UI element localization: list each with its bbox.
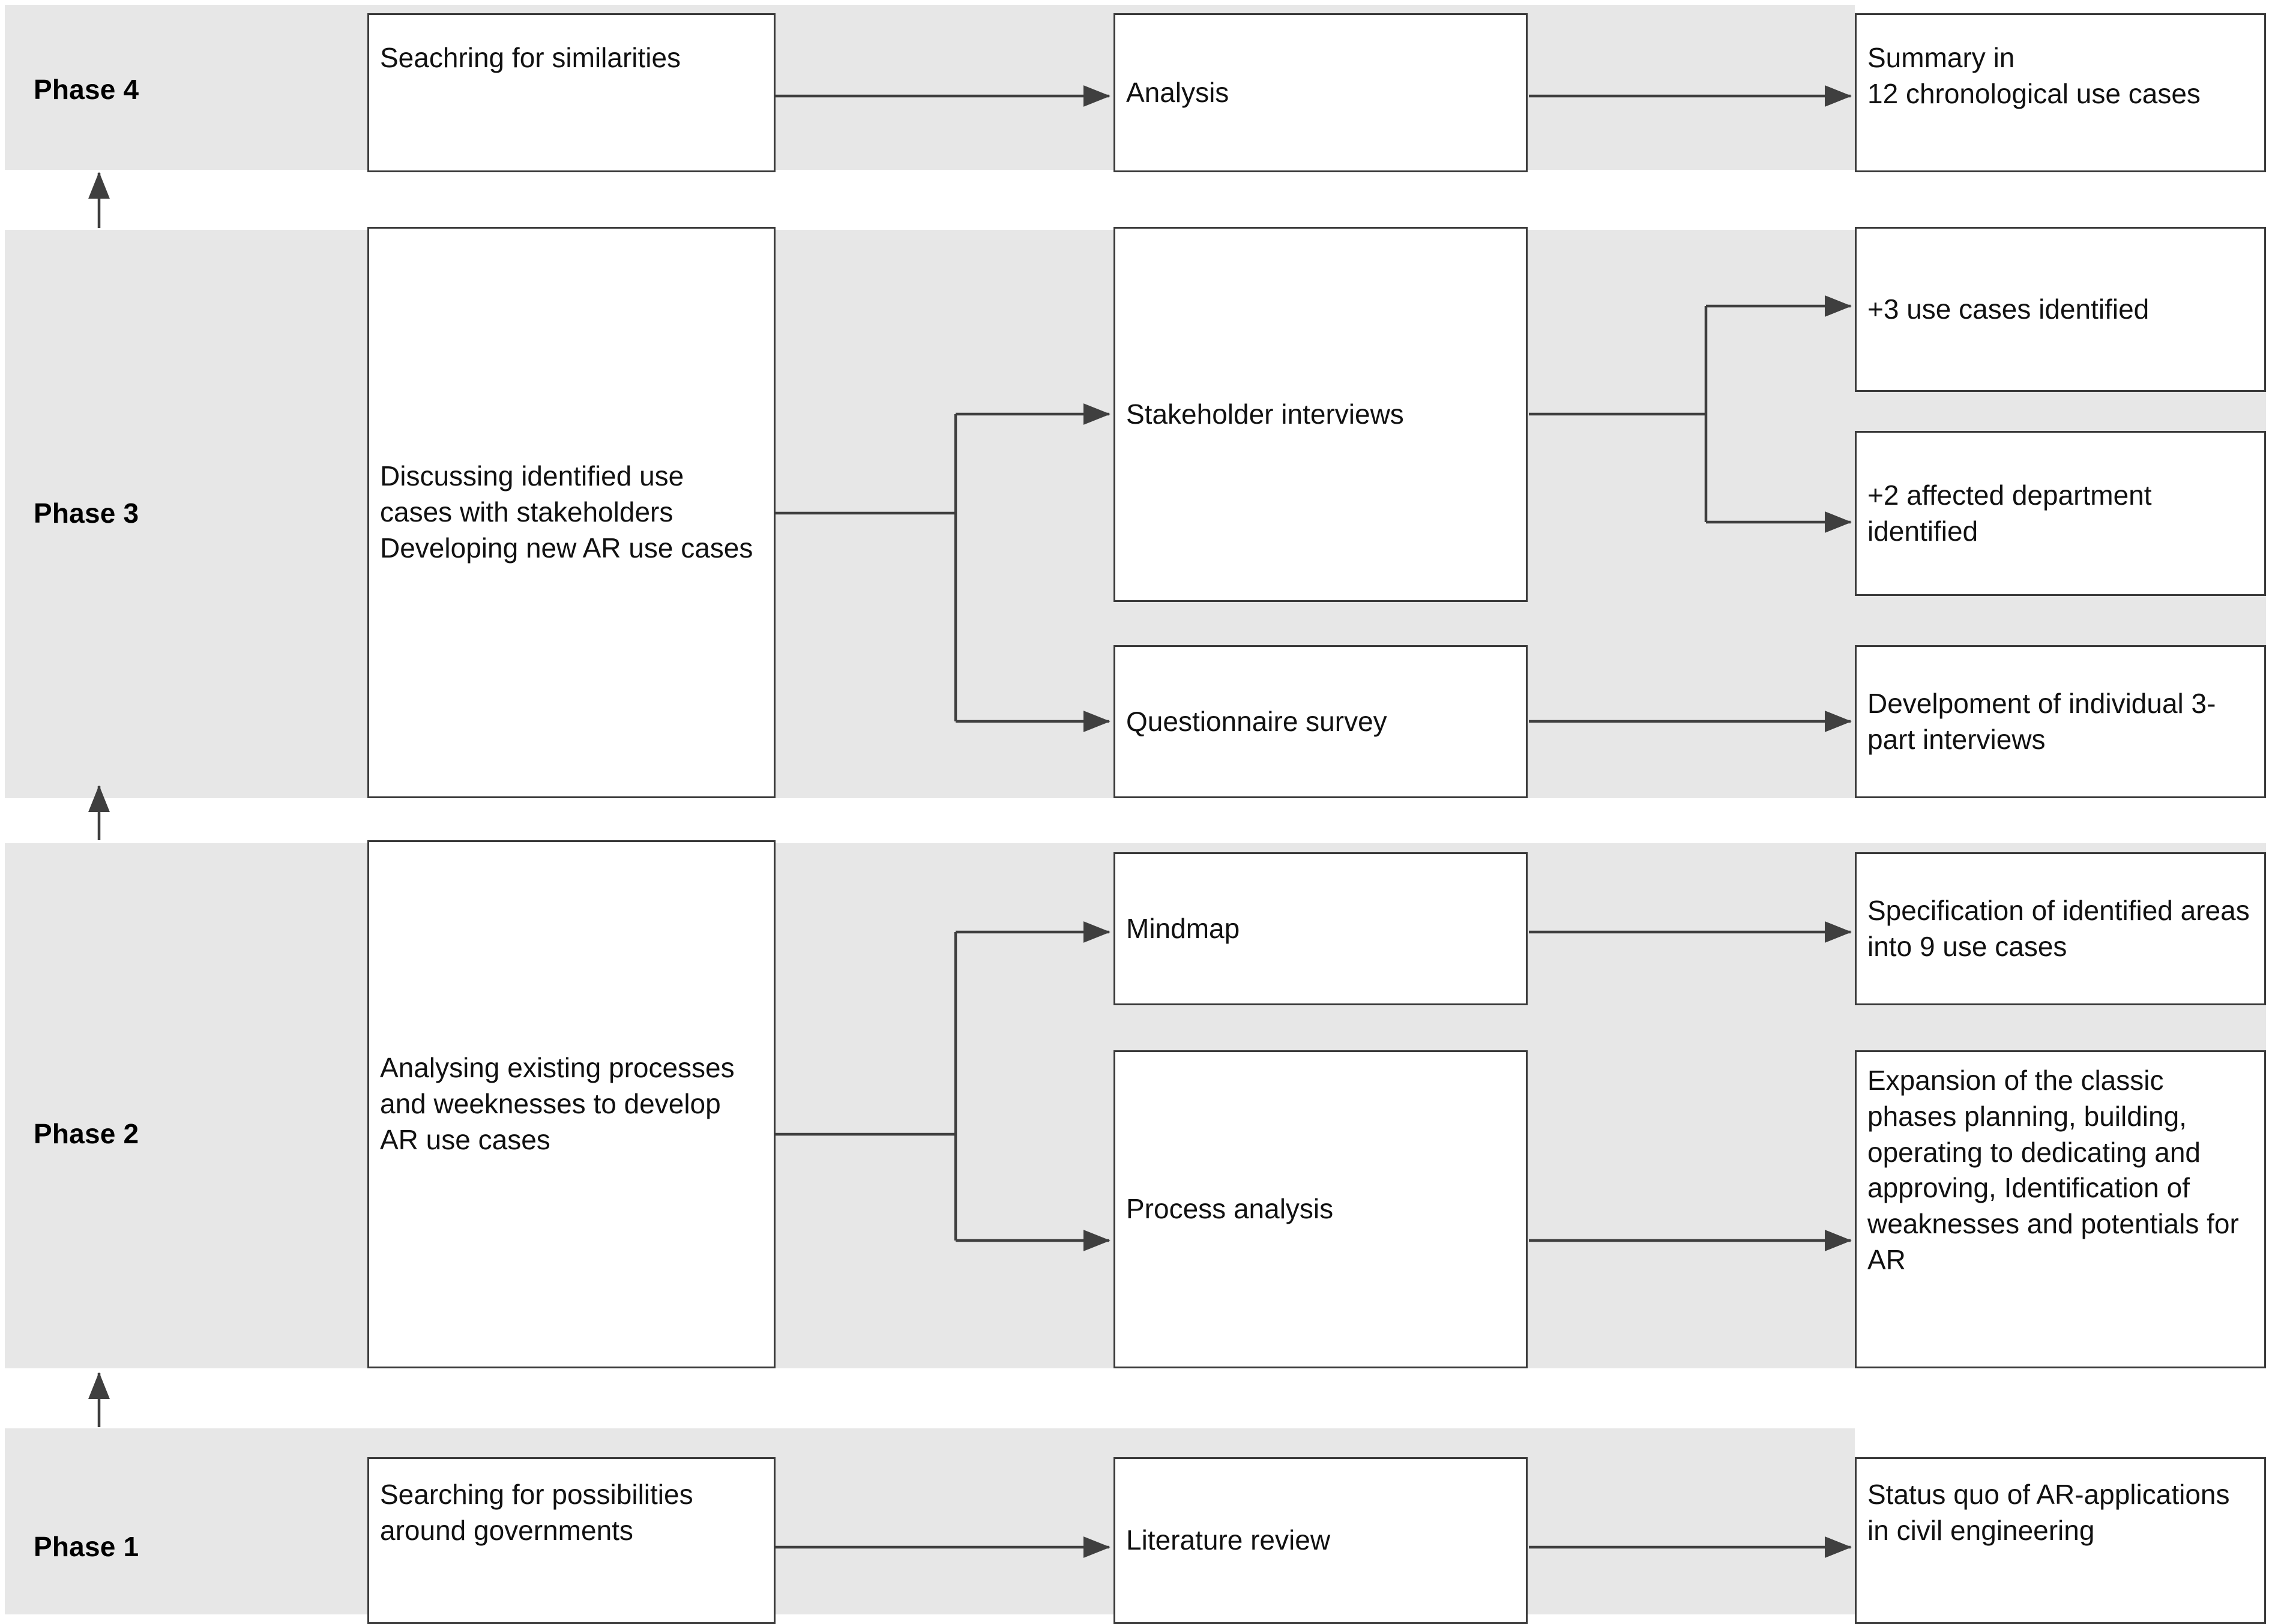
node-p4-method[interactable]: Analysis (1113, 13, 1528, 172)
node-p3-result-interviews[interactable]: Develpoment of individual 3-part intervi… (1855, 645, 2266, 798)
node-p3-method-questionnaire-survey[interactable]: Questionnaire survey (1113, 645, 1528, 798)
node-p2-result-specification-text: Specification of identified areas into 9… (1867, 894, 2250, 962)
node-p4-method-text: Analysis (1126, 76, 1229, 108)
node-p2-method-mindmap[interactable]: Mindmap (1113, 852, 1528, 1005)
node-p4-input[interactable]: Seachring for similarities (367, 13, 776, 172)
node-p3-result-use-cases-text: +3 use cases identified (1867, 293, 2150, 325)
node-p2-method-process-text: Process analysis (1126, 1193, 1334, 1225)
node-p2-result-expansion-text: Expansion of the classic phases planning… (1867, 1065, 2239, 1275)
node-p2-result-specification[interactable]: Specification of identified areas into 9… (1855, 852, 2266, 1005)
node-p3-method-stakeholder-interviews[interactable]: Stakeholder interviews (1113, 227, 1528, 602)
node-p1-result[interactable]: Status quo of AR-applications in civil e… (1855, 1457, 2266, 1624)
node-p3-method-stakeholder-text: Stakeholder interviews (1126, 398, 1404, 430)
node-p1-method[interactable]: Literature review (1113, 1457, 1528, 1624)
node-p4-result[interactable]: Summary in 12 chronological use cases (1855, 13, 2266, 172)
node-p1-input-text: Searching for possibilities around gover… (380, 1479, 693, 1546)
node-p3-method-questionnaire-text: Questionnaire survey (1126, 705, 1387, 737)
phase-label-3: Phase 3 (34, 498, 139, 529)
node-p2-method-process-analysis[interactable]: Process analysis (1113, 1050, 1528, 1368)
node-p4-result-text: Summary in 12 chronological use cases (1867, 42, 2201, 109)
phase-band-4 (5, 5, 1855, 170)
phase-label-4: Phase 4 (34, 74, 139, 105)
node-p3-result-interviews-text: Develpoment of individual 3-part intervi… (1867, 687, 2216, 755)
node-p3-result-departments-text: +2 affected department identified (1867, 479, 2152, 547)
node-p2-input-text: Analysing existing processes and weeknes… (380, 1052, 735, 1155)
node-p1-method-text: Literature review (1126, 1524, 1331, 1556)
node-p4-input-text: Seachring for similarities (380, 42, 681, 73)
node-p2-method-mindmap-text: Mindmap (1126, 912, 1240, 944)
node-p3-input[interactable]: Discussing identified use cases with sta… (367, 227, 776, 798)
node-p3-result-use-cases[interactable]: +3 use cases identified (1855, 227, 2266, 392)
phase-label-1: Phase 1 (34, 1531, 139, 1562)
node-p3-result-departments[interactable]: +2 affected department identified (1855, 431, 2266, 596)
node-p3-input-text: Discussing identified use cases with sta… (380, 460, 753, 564)
node-p2-result-expansion[interactable]: Expansion of the classic phases planning… (1855, 1050, 2266, 1368)
phase-label-2: Phase 2 (34, 1118, 139, 1149)
node-p1-input[interactable]: Searching for possibilities around gover… (367, 1457, 776, 1624)
node-p2-input[interactable]: Analysing existing processes and weeknes… (367, 840, 776, 1368)
phase-band-1 (5, 1428, 1855, 1614)
node-p1-result-text: Status quo of AR-applications in civil e… (1867, 1479, 2230, 1546)
